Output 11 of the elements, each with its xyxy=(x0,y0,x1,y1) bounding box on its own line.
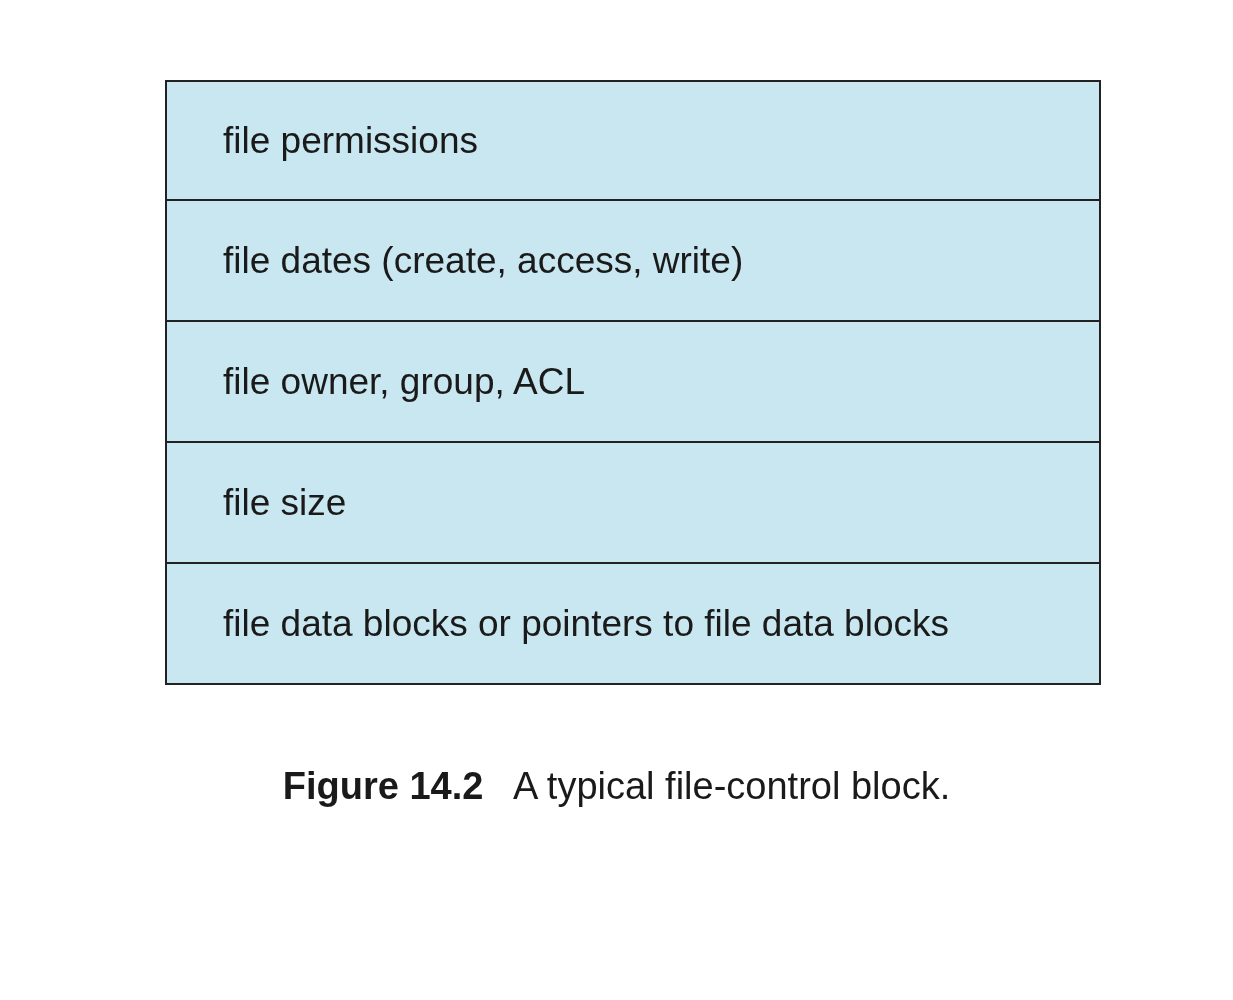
row-label: file data blocks or pointers to file data blocks xyxy=(223,602,949,645)
row-label: file permissions xyxy=(223,119,478,162)
table-row xyxy=(165,320,1101,443)
row-label: file owner, group, ACL xyxy=(223,360,585,403)
table-row xyxy=(165,441,1101,564)
table-row xyxy=(165,199,1101,322)
row-label: file size xyxy=(223,481,347,524)
figure-caption: Figure 14.2 A typical file-control block. xyxy=(281,765,952,808)
table-row xyxy=(165,562,1101,685)
table-row xyxy=(165,80,1101,201)
row-label: file dates (create, access, write) xyxy=(223,239,744,282)
